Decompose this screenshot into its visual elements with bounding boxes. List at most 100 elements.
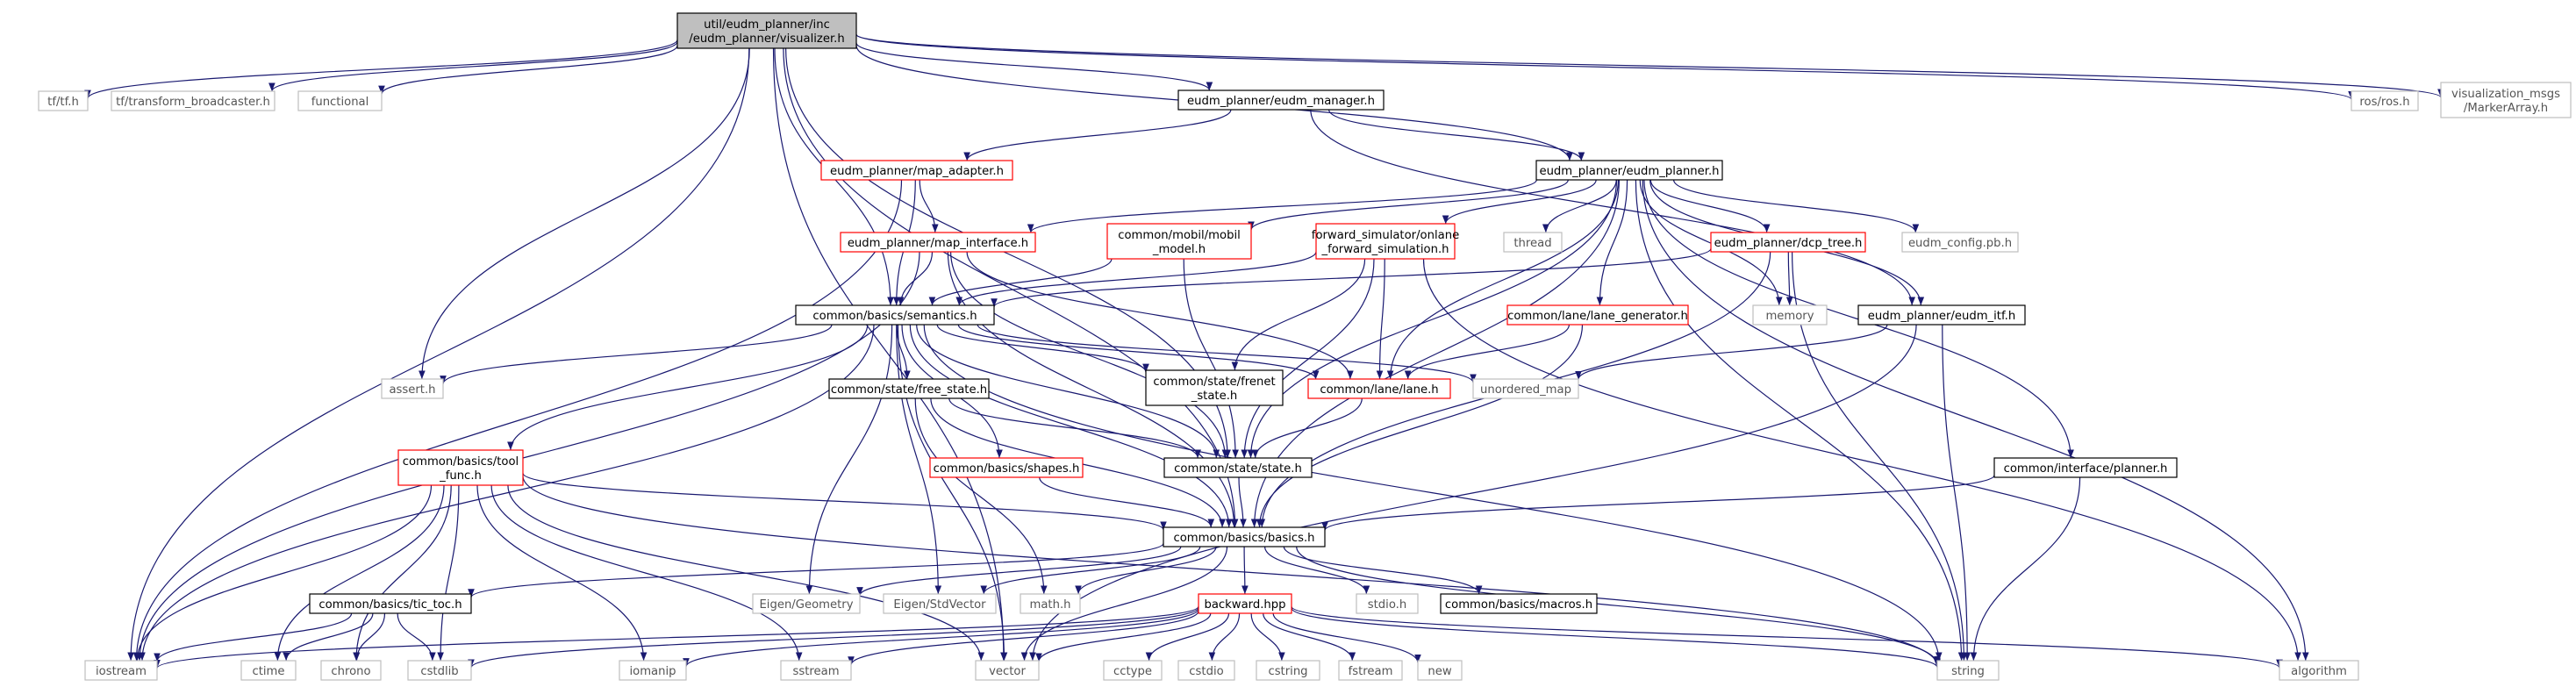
edge-toolfunc-to-chrono — [353, 484, 452, 662]
node-iplanner[interactable]: common/interface/planner.h — [1993, 457, 2178, 478]
node-state[interactable]: common/state/state.h — [1163, 457, 1313, 478]
node-box — [1472, 378, 1579, 399]
node-label: thread — [1513, 237, 1551, 250]
edge-iplanner-to-string — [1970, 476, 2081, 662]
edge-mapif-to-semantics — [897, 251, 934, 306]
edge-planner-to-lanegen — [1596, 179, 1628, 306]
edge-backward-to-cstdio — [1208, 612, 1241, 662]
node-memory: memory — [1752, 304, 1828, 326]
node-fwdsim[interactable]: forward_simulator/onlane_forward_simulat… — [1312, 223, 1459, 260]
node-label: /eudm_planner/visualizer.h — [689, 32, 844, 46]
edge-tictoc-to-iostream — [154, 612, 353, 662]
node-label: cstring — [1268, 665, 1307, 678]
edge-root-to-assert — [419, 47, 750, 380]
node-planner[interactable]: eudm_planner/eudm_planner.h — [1535, 160, 1723, 181]
edge-backward-to-iomanip — [683, 608, 1199, 667]
node-rosh: ros/ros.h — [2351, 90, 2419, 111]
node-label: ctime — [252, 665, 284, 678]
node-box — [1901, 232, 2019, 253]
node-box — [1857, 304, 2026, 326]
edge-itf-to-vector — [1029, 324, 1917, 662]
edge-backward-to-vector — [1035, 612, 1212, 662]
node-label: /MarkerArray.h — [2464, 102, 2548, 115]
node-box — [1440, 593, 1598, 614]
node-label: tf/tf.h — [47, 96, 79, 109]
node-dcp[interactable]: eudm_planner/dcp_tree.h — [1710, 232, 1866, 253]
node-label: backward.hpp — [1204, 598, 1285, 612]
node-box — [1020, 593, 1081, 614]
edge-tictoc-to-chrono — [353, 612, 386, 662]
node-basics[interactable]: common/basics/basics.h — [1163, 526, 1326, 547]
node-shapes[interactable]: common/basics/shapes.h — [929, 457, 1084, 478]
edge-basics-to-vector — [1020, 546, 1228, 662]
edge-lanegen-to-lane — [1404, 324, 1570, 380]
node-label: math.h — [1029, 598, 1070, 612]
node-mobil[interactable]: common/mobil/mobil_model.h — [1106, 223, 1252, 260]
node-label: stdio.h — [1368, 598, 1406, 612]
node-box — [828, 378, 990, 399]
edge-planner-to-mapif — [1027, 179, 1537, 233]
node-mapif[interactable]: eudm_planner/map_interface.h — [840, 232, 1036, 253]
node-label: ros/ros.h — [2359, 96, 2409, 109]
node-algorithm: algorithm — [2279, 660, 2359, 681]
node-lane[interactable]: common/lane/lane.h — [1307, 378, 1451, 399]
edge-planner-to-iplanner — [1643, 179, 2074, 459]
edge-planner-to-string — [1635, 179, 1965, 662]
node-semantics[interactable]: common/basics/semantics.h — [795, 304, 995, 326]
node-label: eudm_planner/map_adapter.h — [830, 165, 1004, 178]
edge-planner-to-memory — [1639, 179, 1783, 306]
node-cstdlib: cstdlib — [407, 660, 472, 681]
node-backward[interactable]: backward.hpp — [1198, 593, 1292, 614]
node-new: new — [1417, 660, 1463, 681]
edge-root-to-rosh — [855, 33, 2355, 100]
edge-mapif-to-iostream — [136, 251, 920, 662]
edge-backward-to-algorithm — [1291, 605, 2283, 669]
node-tf: tf/tf.h — [38, 90, 89, 111]
edge-backward-to-cctype — [1145, 612, 1230, 662]
node-box — [84, 660, 158, 681]
node-iomanip: iomanip — [619, 660, 687, 681]
edge-root-to-tf — [84, 39, 678, 99]
edge-tictoc-to-ctime — [283, 612, 374, 662]
edge-dcp-to-string — [1792, 251, 1968, 662]
node-label: functional — [311, 96, 369, 109]
node-toolfunc[interactable]: common/basics/tool_func.h — [397, 449, 524, 486]
node-label: Eigen/StdVector — [893, 598, 986, 612]
node-box — [1315, 223, 1456, 260]
node-box — [297, 90, 383, 111]
node-freestate[interactable]: common/state/free_state.h — [828, 378, 990, 399]
node-macros[interactable]: common/basics/macros.h — [1440, 593, 1598, 614]
edge-freestate-to-state — [948, 397, 1201, 459]
node-eigenv: Eigen/StdVector — [883, 593, 997, 614]
node-cstring: cstring — [1256, 660, 1320, 681]
node-itf[interactable]: eudm_planner/eudm_itf.h — [1857, 304, 2026, 326]
node-label: common/basics/tool — [403, 455, 519, 469]
node-label: common/mobil/mobil — [1118, 229, 1241, 242]
node-box — [1106, 223, 1252, 260]
edge-lanegen-to-basics — [1256, 324, 1584, 528]
edge-lane-to-state — [1251, 397, 1363, 459]
node-adapter[interactable]: eudm_planner/map_adapter.h — [820, 160, 1013, 181]
edge-shapes-to-basics — [1039, 476, 1215, 528]
edge-mobil-to-state — [1183, 258, 1239, 459]
node-label: Eigen/Geometry — [759, 598, 853, 612]
node-box — [1535, 160, 1723, 181]
node-tictoc[interactable]: common/basics/tic_toc.h — [309, 593, 472, 614]
edge-backward-to-cstring — [1250, 612, 1285, 662]
edge-planner-to-fwdsim — [1442, 179, 1597, 225]
node-lanegen[interactable]: common/lane/lane_generator.h — [1506, 304, 1689, 326]
node-box — [1936, 660, 2000, 681]
node-manager[interactable]: eudm_planner/eudm_manager.h — [1177, 89, 1385, 111]
node-label: string — [1951, 665, 1985, 678]
edge-planner-to-algorithm — [1642, 179, 2309, 662]
node-box — [883, 593, 997, 614]
edge-dcp-to-memory — [1785, 251, 1793, 306]
node-box — [1752, 304, 1828, 326]
node-root[interactable]: util/eudm_planner/inc/eudm_planner/visua… — [676, 12, 857, 49]
node-label: vector — [989, 665, 1026, 678]
edge-root-to-manager — [855, 42, 1213, 91]
node-frenet[interactable]: common/state/frenet_state.h — [1145, 369, 1284, 406]
node-label: common/state/free_state.h — [831, 383, 987, 397]
edge-tictoc-to-cstdlib — [397, 612, 436, 662]
